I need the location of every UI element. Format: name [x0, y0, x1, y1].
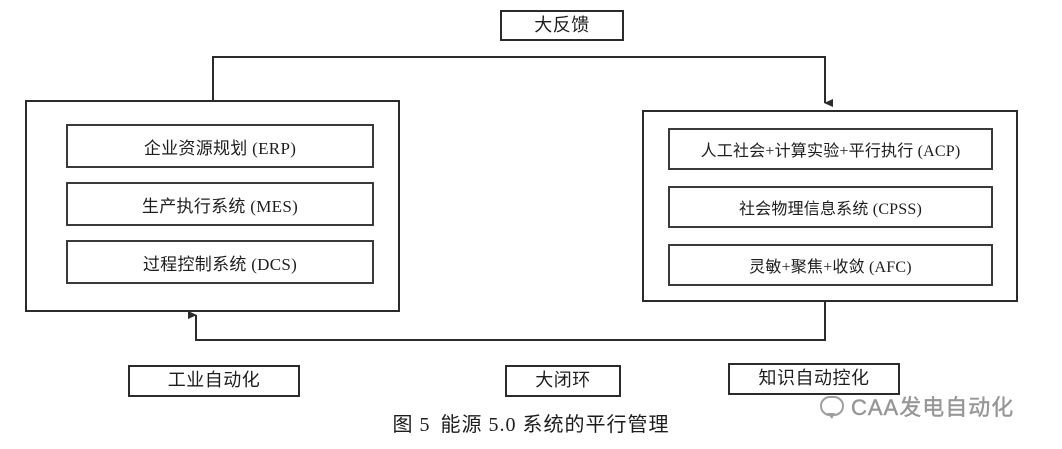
node-knowledge-automation[interactable]: 知识自动控化: [728, 363, 900, 395]
figure-caption-text: 能源 5.0 系统的平行管理: [440, 414, 670, 436]
watermark-text: CAA发电自动化: [851, 395, 1015, 420]
node-mes[interactable]: 生产执行系统 (MES): [66, 182, 374, 226]
node-big-feedback[interactable]: 大反馈: [500, 10, 624, 41]
node-big-closed-loop[interactable]: 大闭环: [505, 365, 621, 397]
chat-bubble-icon: [820, 396, 844, 419]
top-feedback-connector: [212, 56, 833, 107]
node-erp[interactable]: 企业资源规划 (ERP): [66, 124, 374, 168]
node-industrial-automation[interactable]: 工业自动化: [128, 365, 300, 397]
node-cpss[interactable]: 社会物理信息系统 (CPSS): [668, 186, 993, 228]
figure-caption: 图 5 能源 5.0 系统的平行管理: [0, 408, 1062, 437]
figure-caption-number: 图 5: [392, 414, 431, 436]
node-dcs[interactable]: 过程控制系统 (DCS): [66, 240, 374, 284]
node-acp[interactable]: 人工社会+计算实验+平行执行 (ACP): [668, 128, 993, 170]
node-afc[interactable]: 灵敏+聚焦+收敛 (AFC): [668, 244, 993, 286]
watermark: CAA发电自动化: [820, 390, 1014, 422]
